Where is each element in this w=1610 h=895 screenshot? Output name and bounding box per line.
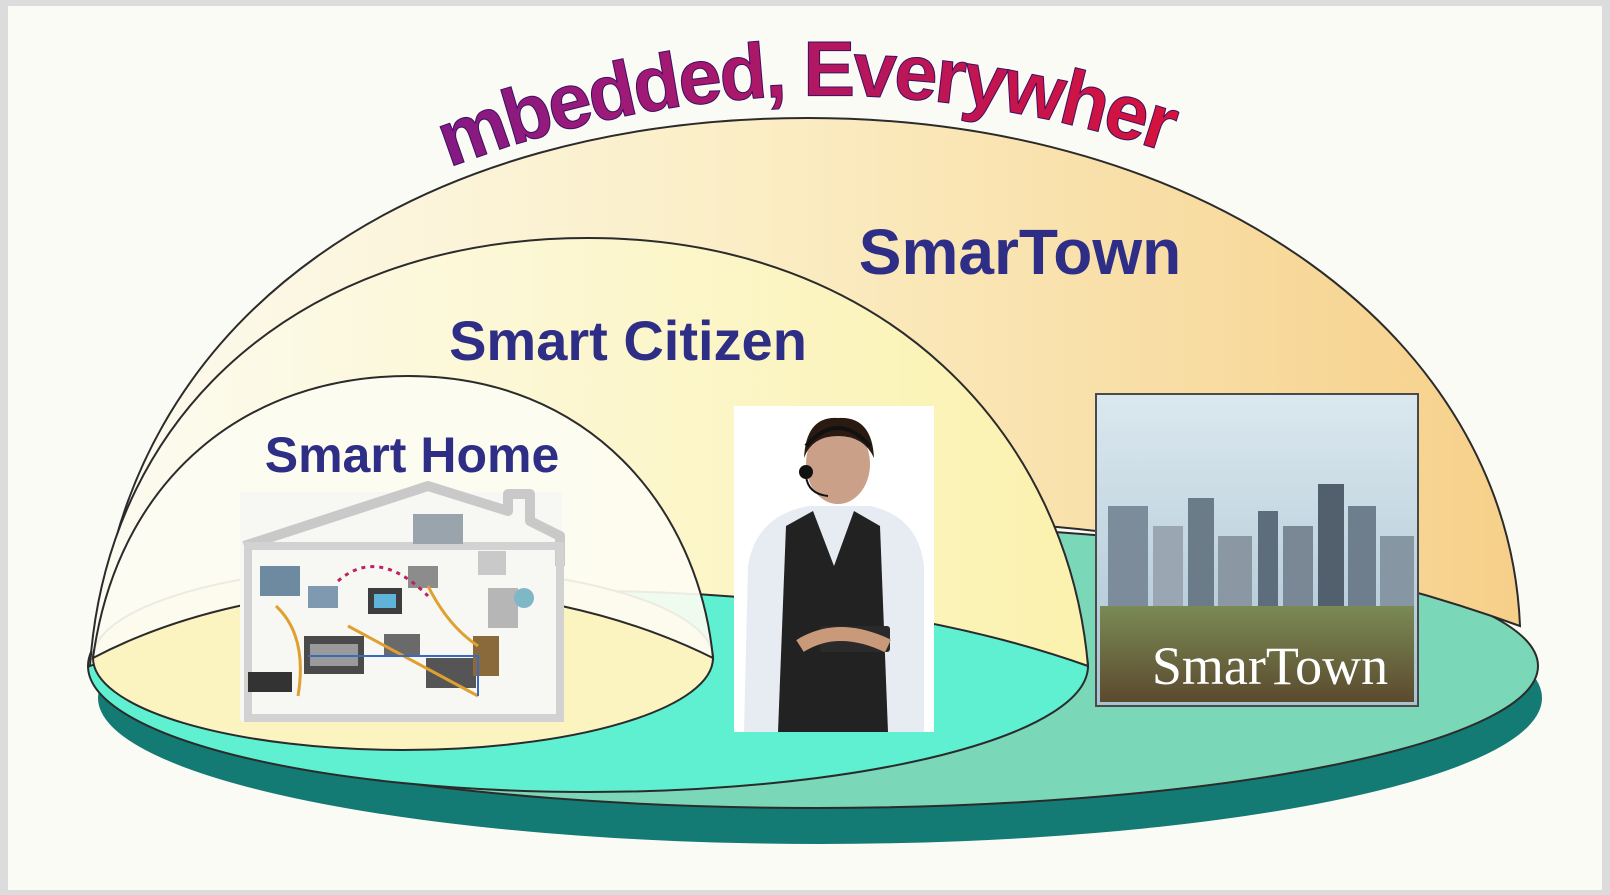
- diagram-canvas: Embedded, Everywhere SmarTown Smart Citi…: [8, 6, 1602, 890]
- smart-home-illustration: [240, 481, 565, 722]
- outer-dome-label: SmarTown: [859, 216, 1181, 288]
- smartown-city-photo: SmarTown: [1095, 393, 1419, 707]
- city-photo-caption: SmarTown: [1152, 636, 1388, 696]
- inner-dome-label: Smart Home: [265, 427, 560, 483]
- middle-dome-label: Smart Citizen: [449, 309, 807, 372]
- embedded-everywhere-diagram: Embedded, Everywhere SmarTown Smart Citi…: [8, 6, 1542, 844]
- smart-citizen-photo: [734, 406, 934, 732]
